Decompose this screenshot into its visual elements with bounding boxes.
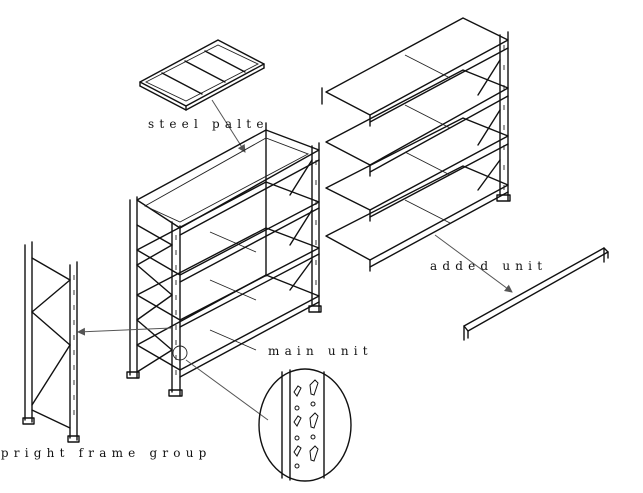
steel-pallet-label: steel palte	[148, 117, 269, 131]
detail-leader	[185, 359, 269, 421]
main-unit-part	[126, 122, 322, 397]
main-unit-label: main unit	[268, 344, 373, 358]
steel-pallet-part	[139, 39, 265, 111]
upright-frame-leader	[77, 327, 173, 336]
upright-frame-group-label: upright frame group	[0, 446, 212, 460]
added-unit-label: added unit	[430, 259, 547, 273]
added-unit-part	[321, 17, 511, 272]
upright-frame-part	[22, 241, 80, 443]
added-unit-leader	[434, 234, 513, 293]
detail-marker	[172, 345, 188, 361]
beam-part	[463, 247, 609, 341]
steel-pallet-leader	[211, 99, 246, 153]
upright-slot-detail	[258, 368, 352, 482]
